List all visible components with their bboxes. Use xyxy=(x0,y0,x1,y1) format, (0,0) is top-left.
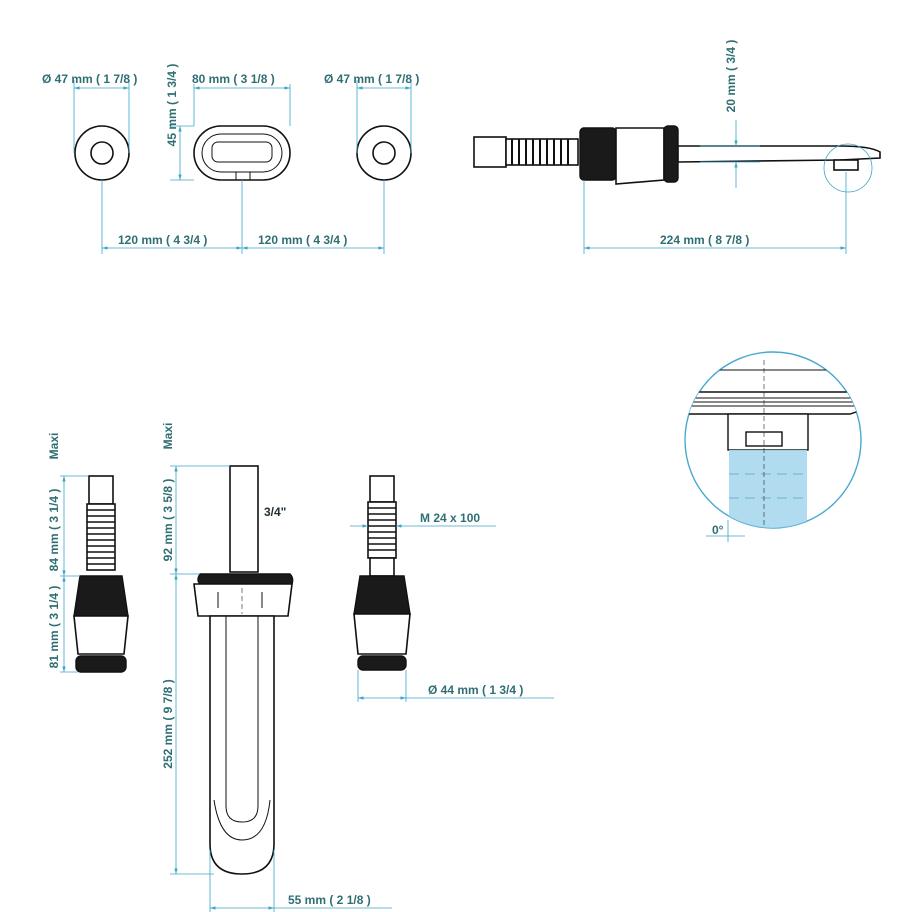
spout-total-length-dimension: 252 mm ( 9 7/8 ) xyxy=(161,679,175,768)
spout-length-dimension: 224 mm ( 8 7/8 ) xyxy=(660,233,749,247)
front-left-handle: Maxi 84 mm ( 3 1/4 ) 81 mm ( 3 1/4 ) xyxy=(47,433,129,673)
handle-diameter-dimension: Ø 44 mm ( 1 3/4 ) xyxy=(428,683,523,697)
right-spacing-dimension: 120 mm ( 4 3/4 ) xyxy=(258,233,347,247)
spout-top-length-dimension: 92 mm ( 3 5/8 ) xyxy=(161,479,175,562)
right-diameter-dimension: Ø 47 mm ( 1 7/8 ) xyxy=(324,72,419,86)
spout-thread-label: 3/4" xyxy=(264,505,286,519)
side-view: 20 mm ( 3/4 ) 224 mm ( 8 7/8 ) xyxy=(473,40,881,254)
front-spout: Maxi 92 mm ( 3 5/8 ) 252 mm ( 9 7/8 ) 3/… xyxy=(161,423,392,912)
spout-width-front-dimension: 55 mm ( 2 1/8 ) xyxy=(288,893,371,907)
left-maxi-label: Maxi xyxy=(47,433,61,460)
left-diameter-dimension: Ø 47 mm ( 1 7/8 ) xyxy=(42,72,137,86)
handle-maxi-length-dimension: 84 mm ( 3 1/4 ) xyxy=(47,489,61,572)
spout-thickness-dimension: 20 mm ( 3/4 ) xyxy=(724,40,738,113)
spout-width-dimension: 80 mm ( 3 1/8 ) xyxy=(192,72,275,86)
right-handle-rosette xyxy=(356,125,412,181)
top-view: Ø 47 mm ( 1 7/8 ) 45 mm ( 1 3/4 ) 80 mm … xyxy=(42,64,419,254)
handle-body-length-dimension: 81 mm ( 3 1/4 ) xyxy=(47,586,61,669)
detail-angle-label: 0° xyxy=(712,523,724,537)
spout-oval-base xyxy=(193,125,291,181)
spout-height-dimension: 45 mm ( 1 3/4 ) xyxy=(165,64,179,147)
left-handle-rosette xyxy=(74,125,130,181)
detail-view: 0° xyxy=(684,351,862,542)
left-spacing-dimension: 120 mm ( 4 3/4 ) xyxy=(118,233,207,247)
thread-spec-label: M 24 x 100 xyxy=(420,511,480,525)
front-right-handle: M 24 x 100 Ø 44 mm ( 1 3/4 ) xyxy=(350,475,554,702)
center-maxi-label: Maxi xyxy=(161,423,175,450)
